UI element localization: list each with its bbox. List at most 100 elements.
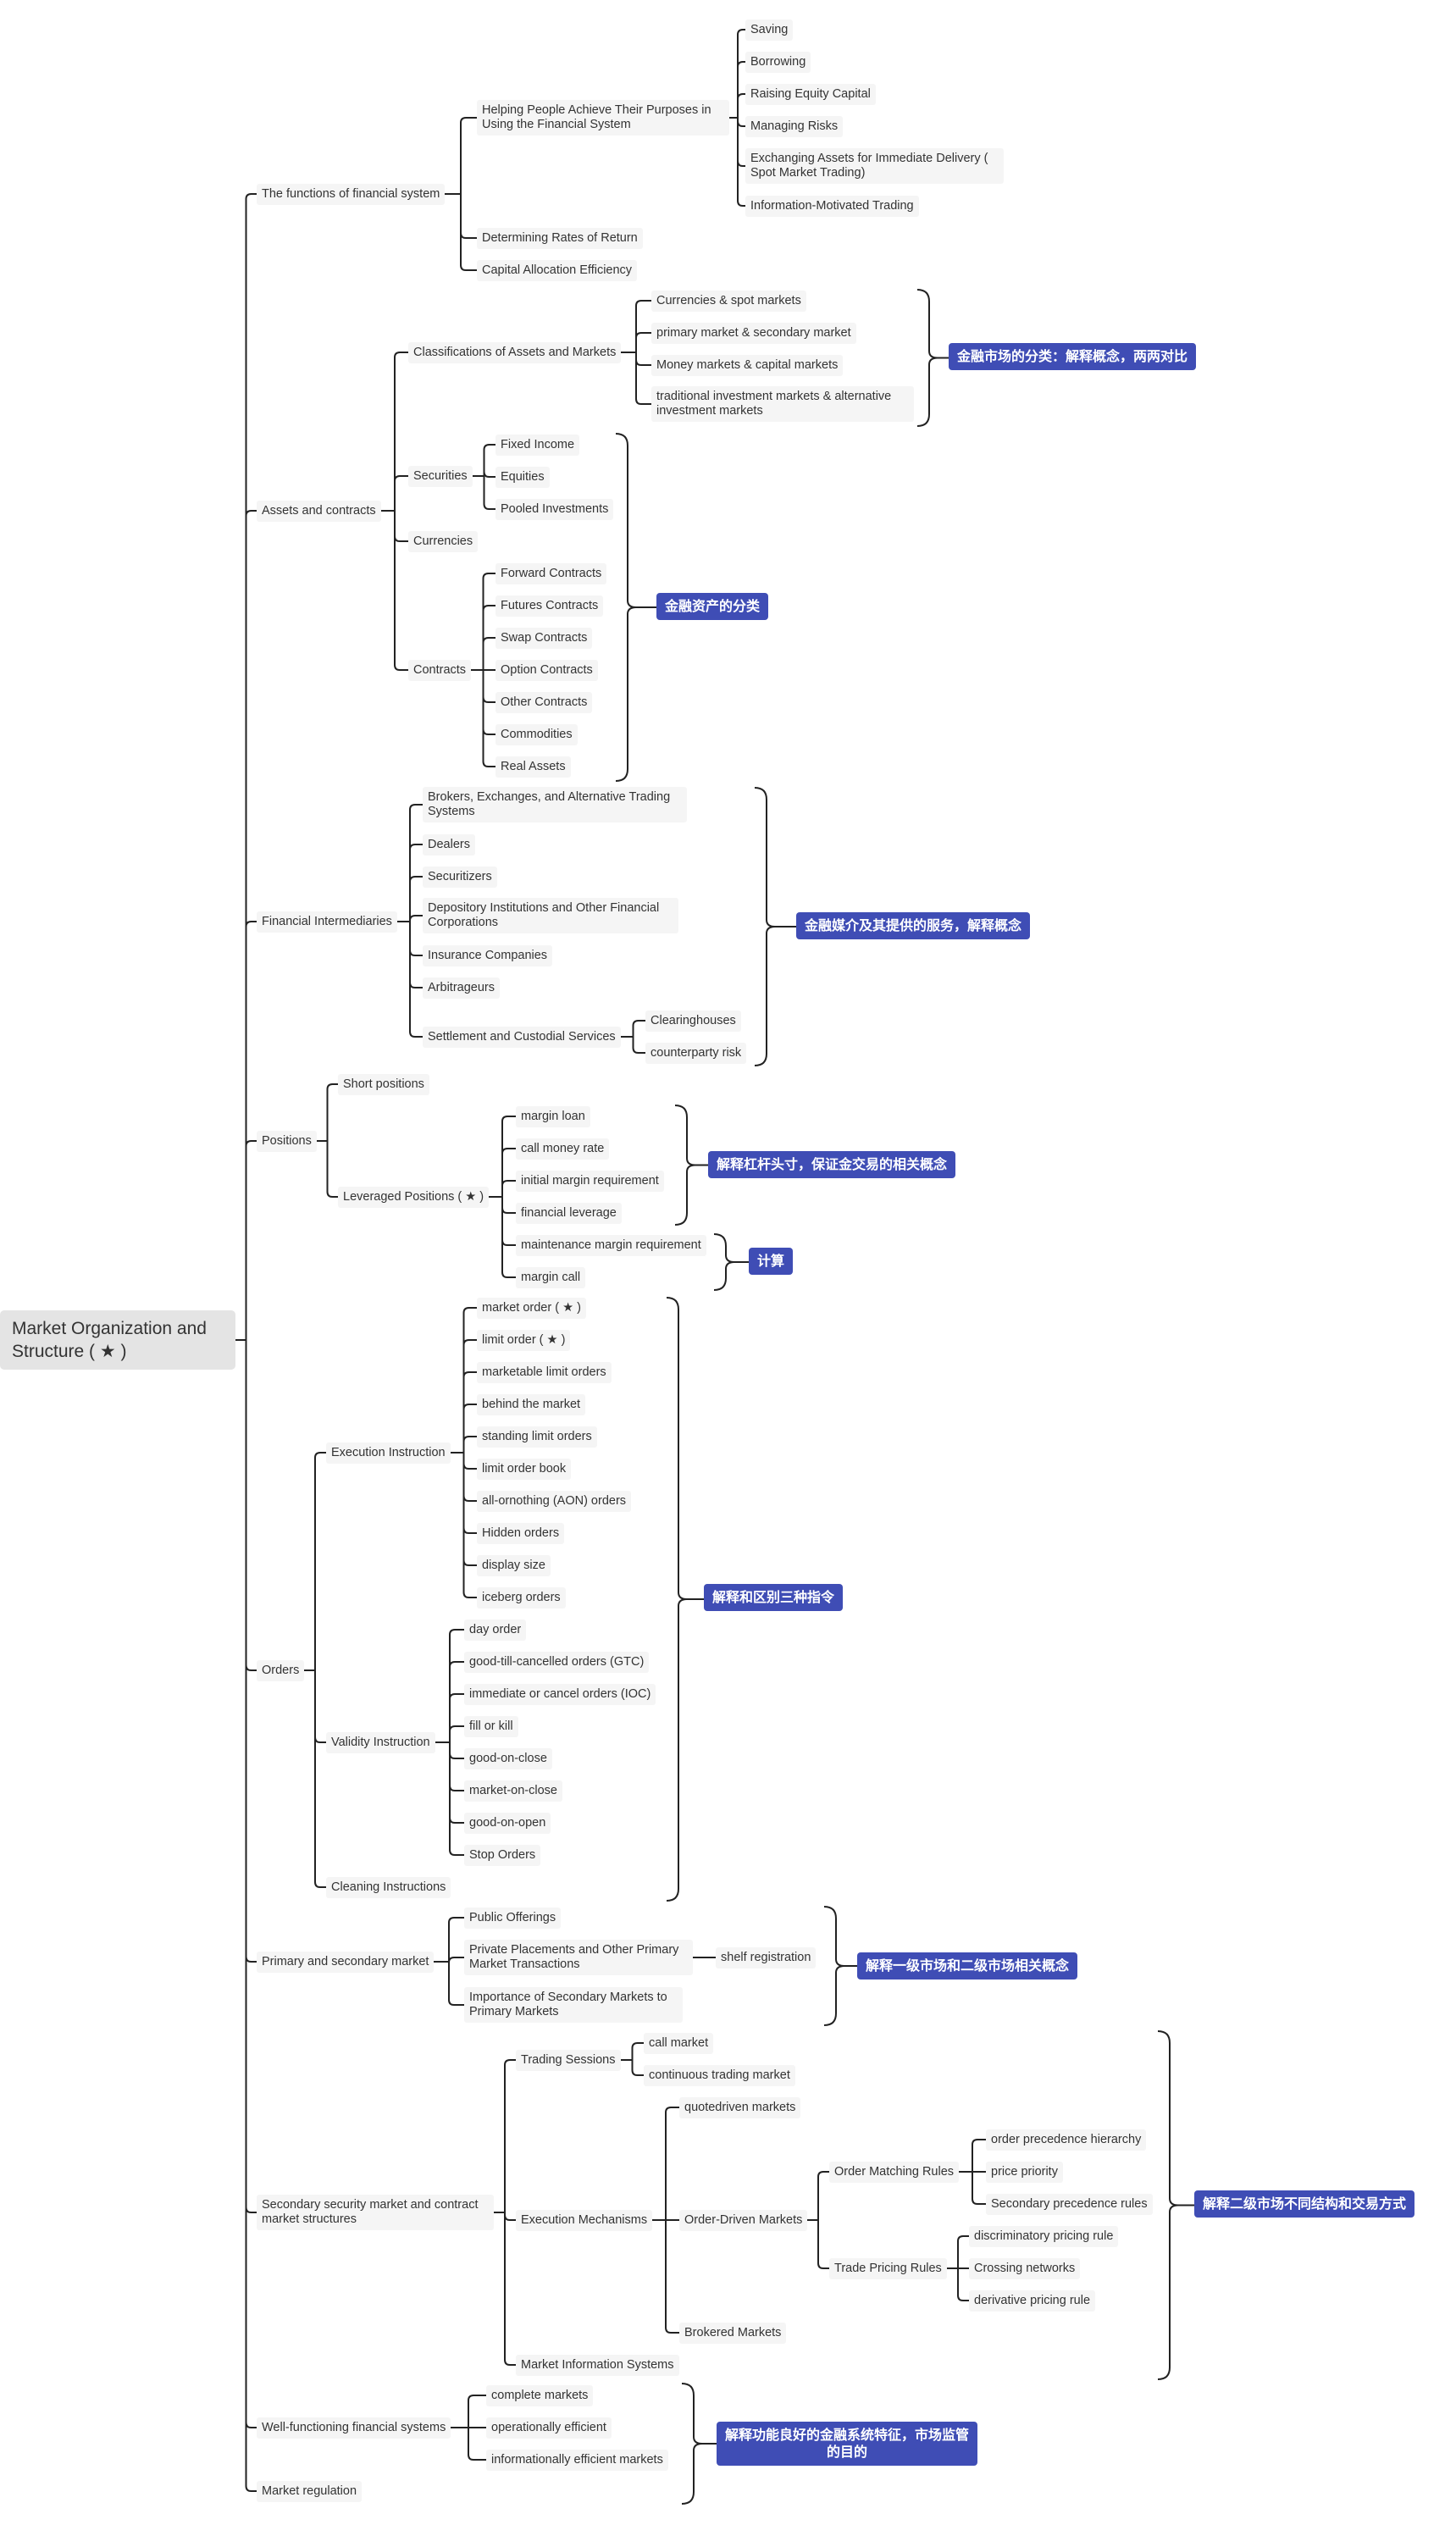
topic-call-money[interactable]: call money rate (516, 1138, 610, 1160)
topic-futures[interactable]: Futures Contracts (495, 595, 604, 617)
topic-importance[interactable]: Importance of Secondary Markets to Prima… (464, 1987, 683, 2023)
topic-fixed-income[interactable]: Fixed Income (495, 434, 580, 456)
topic-real-assets[interactable]: Real Assets (495, 756, 571, 778)
topic-short[interactable]: Short positions (338, 1073, 429, 1095)
topic-securities[interactable]: Securities (408, 465, 473, 487)
topic-cleaning[interactable]: Cleaning Instructions (326, 1876, 451, 1898)
topic-order-driven[interactable]: Order-Driven Markets (679, 2209, 808, 2231)
summary-note-leverage[interactable]: 解释杠杆头寸，保证金交易的相关概念 (708, 1151, 956, 1178)
topic-saving[interactable]: Saving (745, 19, 794, 41)
topic-managing[interactable]: Managing Risks (745, 115, 844, 137)
topic-sec-prec[interactable]: Secondary precedence rules (986, 2193, 1153, 2215)
topic-public[interactable]: Public Offerings (464, 1907, 562, 1929)
topic-classifications[interactable]: Classifications of Assets and Markets (408, 341, 622, 363)
topic-day-order[interactable]: day order (464, 1619, 527, 1641)
topic-complete[interactable]: complete markets (486, 2384, 594, 2406)
topic-borrowing[interactable]: Borrowing (745, 51, 811, 73)
topic-currencies-spot[interactable]: Currencies & spot markets (651, 290, 806, 312)
topic-helping[interactable]: Helping People Achieve Their Purposes in… (477, 100, 729, 136)
topic-arbitrageurs[interactable]: Arbitrageurs (423, 977, 500, 999)
topic-stop[interactable]: Stop Orders (464, 1844, 541, 1866)
topic-precedence[interactable]: order precedence hierarchy (986, 2129, 1147, 2151)
topic-capital-alloc[interactable]: Capital Allocation Efficiency (477, 259, 638, 281)
topic-validity[interactable]: Validity Instruction (326, 1731, 435, 1753)
topic-margin-call[interactable]: margin call (516, 1266, 586, 1288)
topic-call-market[interactable]: call market (644, 2032, 714, 2054)
topic-option[interactable]: Option Contracts (495, 659, 598, 681)
topic-brokered[interactable]: Brokered Markets (679, 2322, 787, 2344)
topic-exchanging[interactable]: Exchanging Assets for Immediate Delivery… (745, 148, 1004, 184)
topic-clearinghouses[interactable]: Clearinghouses (645, 1010, 741, 1032)
topic-swap[interactable]: Swap Contracts (495, 627, 593, 649)
topic-display[interactable]: display size (477, 1554, 551, 1576)
summary-note-primary[interactable]: 解释一级市场和二级市场相关概念 (857, 1952, 1078, 1980)
topic-well-functioning[interactable]: Well-functioning financial systems (257, 2417, 451, 2439)
topic-gtc[interactable]: good-till-cancelled orders (GTC) (464, 1651, 650, 1673)
topic-private[interactable]: Private Placements and Other Primary Mar… (464, 1940, 693, 1975)
topic-insurance[interactable]: Insurance Companies (423, 944, 553, 966)
topic-primary-mkt[interactable]: Primary and secondary market (257, 1951, 435, 1973)
topic-execution-instr[interactable]: Execution Instruction (326, 1442, 451, 1464)
topic-pricing[interactable]: Trade Pricing Rules (829, 2257, 947, 2279)
topic-good-open[interactable]: good-on-open (464, 1812, 551, 1834)
topic-depository[interactable]: Depository Institutions and Other Financ… (423, 898, 678, 933)
topic-continuous[interactable]: continuous trading market (644, 2064, 795, 2086)
topic-fill-kill[interactable]: fill or kill (464, 1715, 518, 1737)
topic-brokers[interactable]: Brokers, Exchanges, and Alternative Trad… (423, 787, 687, 822)
topic-matching[interactable]: Order Matching Rules (829, 2161, 960, 2183)
topic-shelf[interactable]: shelf registration (716, 1946, 817, 1968)
summary-note-well[interactable]: 解释功能良好的金融系统特征，市场监管的目的 (717, 2422, 977, 2466)
topic-market-order[interactable]: market order ( ★ ) (477, 1297, 586, 1319)
summary-note-assets-class[interactable]: 金融资产的分类 (656, 593, 769, 620)
topic-crossing[interactable]: Crossing networks (969, 2257, 1081, 2279)
topic-secondary-struct[interactable]: Secondary security market and contract m… (257, 2195, 494, 2230)
topic-positions[interactable]: Positions (257, 1130, 317, 1152)
topic-hidden[interactable]: Hidden orders (477, 1522, 565, 1544)
topic-quote[interactable]: quotedriven markets (679, 2096, 801, 2118)
topic-market-close[interactable]: market-on-close (464, 1780, 562, 1802)
topic-ioc[interactable]: immediate or cancel orders (IOC) (464, 1683, 656, 1705)
topic-operational[interactable]: operationally efficient (486, 2417, 612, 2439)
topic-functions[interactable]: The functions of financial system (257, 183, 446, 205)
topic-informational[interactable]: informationally efficient markets (486, 2449, 668, 2471)
topic-money-capital[interactable]: Money markets & capital markets (651, 354, 844, 376)
topic-currencies[interactable]: Currencies (408, 530, 479, 552)
topic-equities[interactable]: Equities (495, 466, 550, 488)
topic-behind[interactable]: behind the market (477, 1393, 586, 1415)
topic-determining[interactable]: Determining Rates of Return (477, 227, 643, 249)
topic-limit-order[interactable]: limit order ( ★ ) (477, 1329, 571, 1351)
topic-counterparty[interactable]: counterparty risk (645, 1042, 747, 1064)
topic-assets[interactable]: Assets and contracts (257, 500, 381, 522)
topic-pooled[interactable]: Pooled Investments (495, 498, 614, 520)
topic-aon[interactable]: all-ornothing (AON) orders (477, 1490, 632, 1512)
topic-settlement[interactable]: Settlement and Custodial Services (423, 1026, 621, 1048)
summary-note-calc[interactable]: 计算 (749, 1248, 794, 1275)
summary-note-classification[interactable]: 金融市场的分类：解释概念，两两对比 (949, 343, 1197, 370)
topic-book[interactable]: limit order book (477, 1458, 572, 1480)
topic-orders[interactable]: Orders (257, 1659, 305, 1681)
summary-note-intermediaries[interactable]: 金融媒介及其提供的服务，解释概念 (796, 912, 1031, 939)
topic-standing[interactable]: standing limit orders (477, 1426, 597, 1448)
root-topic[interactable]: Market Organization and Structure ( ★ ) (0, 1310, 235, 1370)
topic-other-contracts[interactable]: Other Contracts (495, 691, 593, 713)
topic-securitizers[interactable]: Securitizers (423, 866, 497, 888)
topic-primary-secondary[interactable]: primary market & secondary market (651, 322, 856, 344)
topic-fin-leverage[interactable]: financial leverage (516, 1202, 622, 1224)
topic-leveraged[interactable]: Leveraged Positions ( ★ ) (338, 1186, 490, 1208)
topic-iceberg[interactable]: iceberg orders (477, 1586, 566, 1609)
topic-discriminatory[interactable]: discriminatory pricing rule (969, 2225, 1119, 2247)
topic-raising[interactable]: Raising Equity Capital (745, 83, 876, 105)
topic-traditional[interactable]: traditional investment markets & alterna… (651, 386, 914, 422)
topic-regulation[interactable]: Market regulation (257, 2480, 363, 2502)
topic-good-close[interactable]: good-on-close (464, 1747, 552, 1769)
topic-forward[interactable]: Forward Contracts (495, 562, 607, 584)
summary-note-secondary[interactable]: 解释二级市场不同结构和交易方式 (1194, 2190, 1415, 2218)
topic-contracts[interactable]: Contracts (408, 659, 472, 681)
topic-marketable[interactable]: marketable limit orders (477, 1361, 612, 1383)
topic-maintenance[interactable]: maintenance margin requirement (516, 1234, 706, 1256)
topic-initial-margin[interactable]: initial margin requirement (516, 1170, 664, 1192)
topic-margin-loan[interactable]: margin loan (516, 1105, 590, 1127)
topic-dealers[interactable]: Dealers (423, 833, 475, 855)
topic-commodities[interactable]: Commodities (495, 723, 578, 745)
topic-sessions[interactable]: Trading Sessions (516, 2049, 621, 2071)
